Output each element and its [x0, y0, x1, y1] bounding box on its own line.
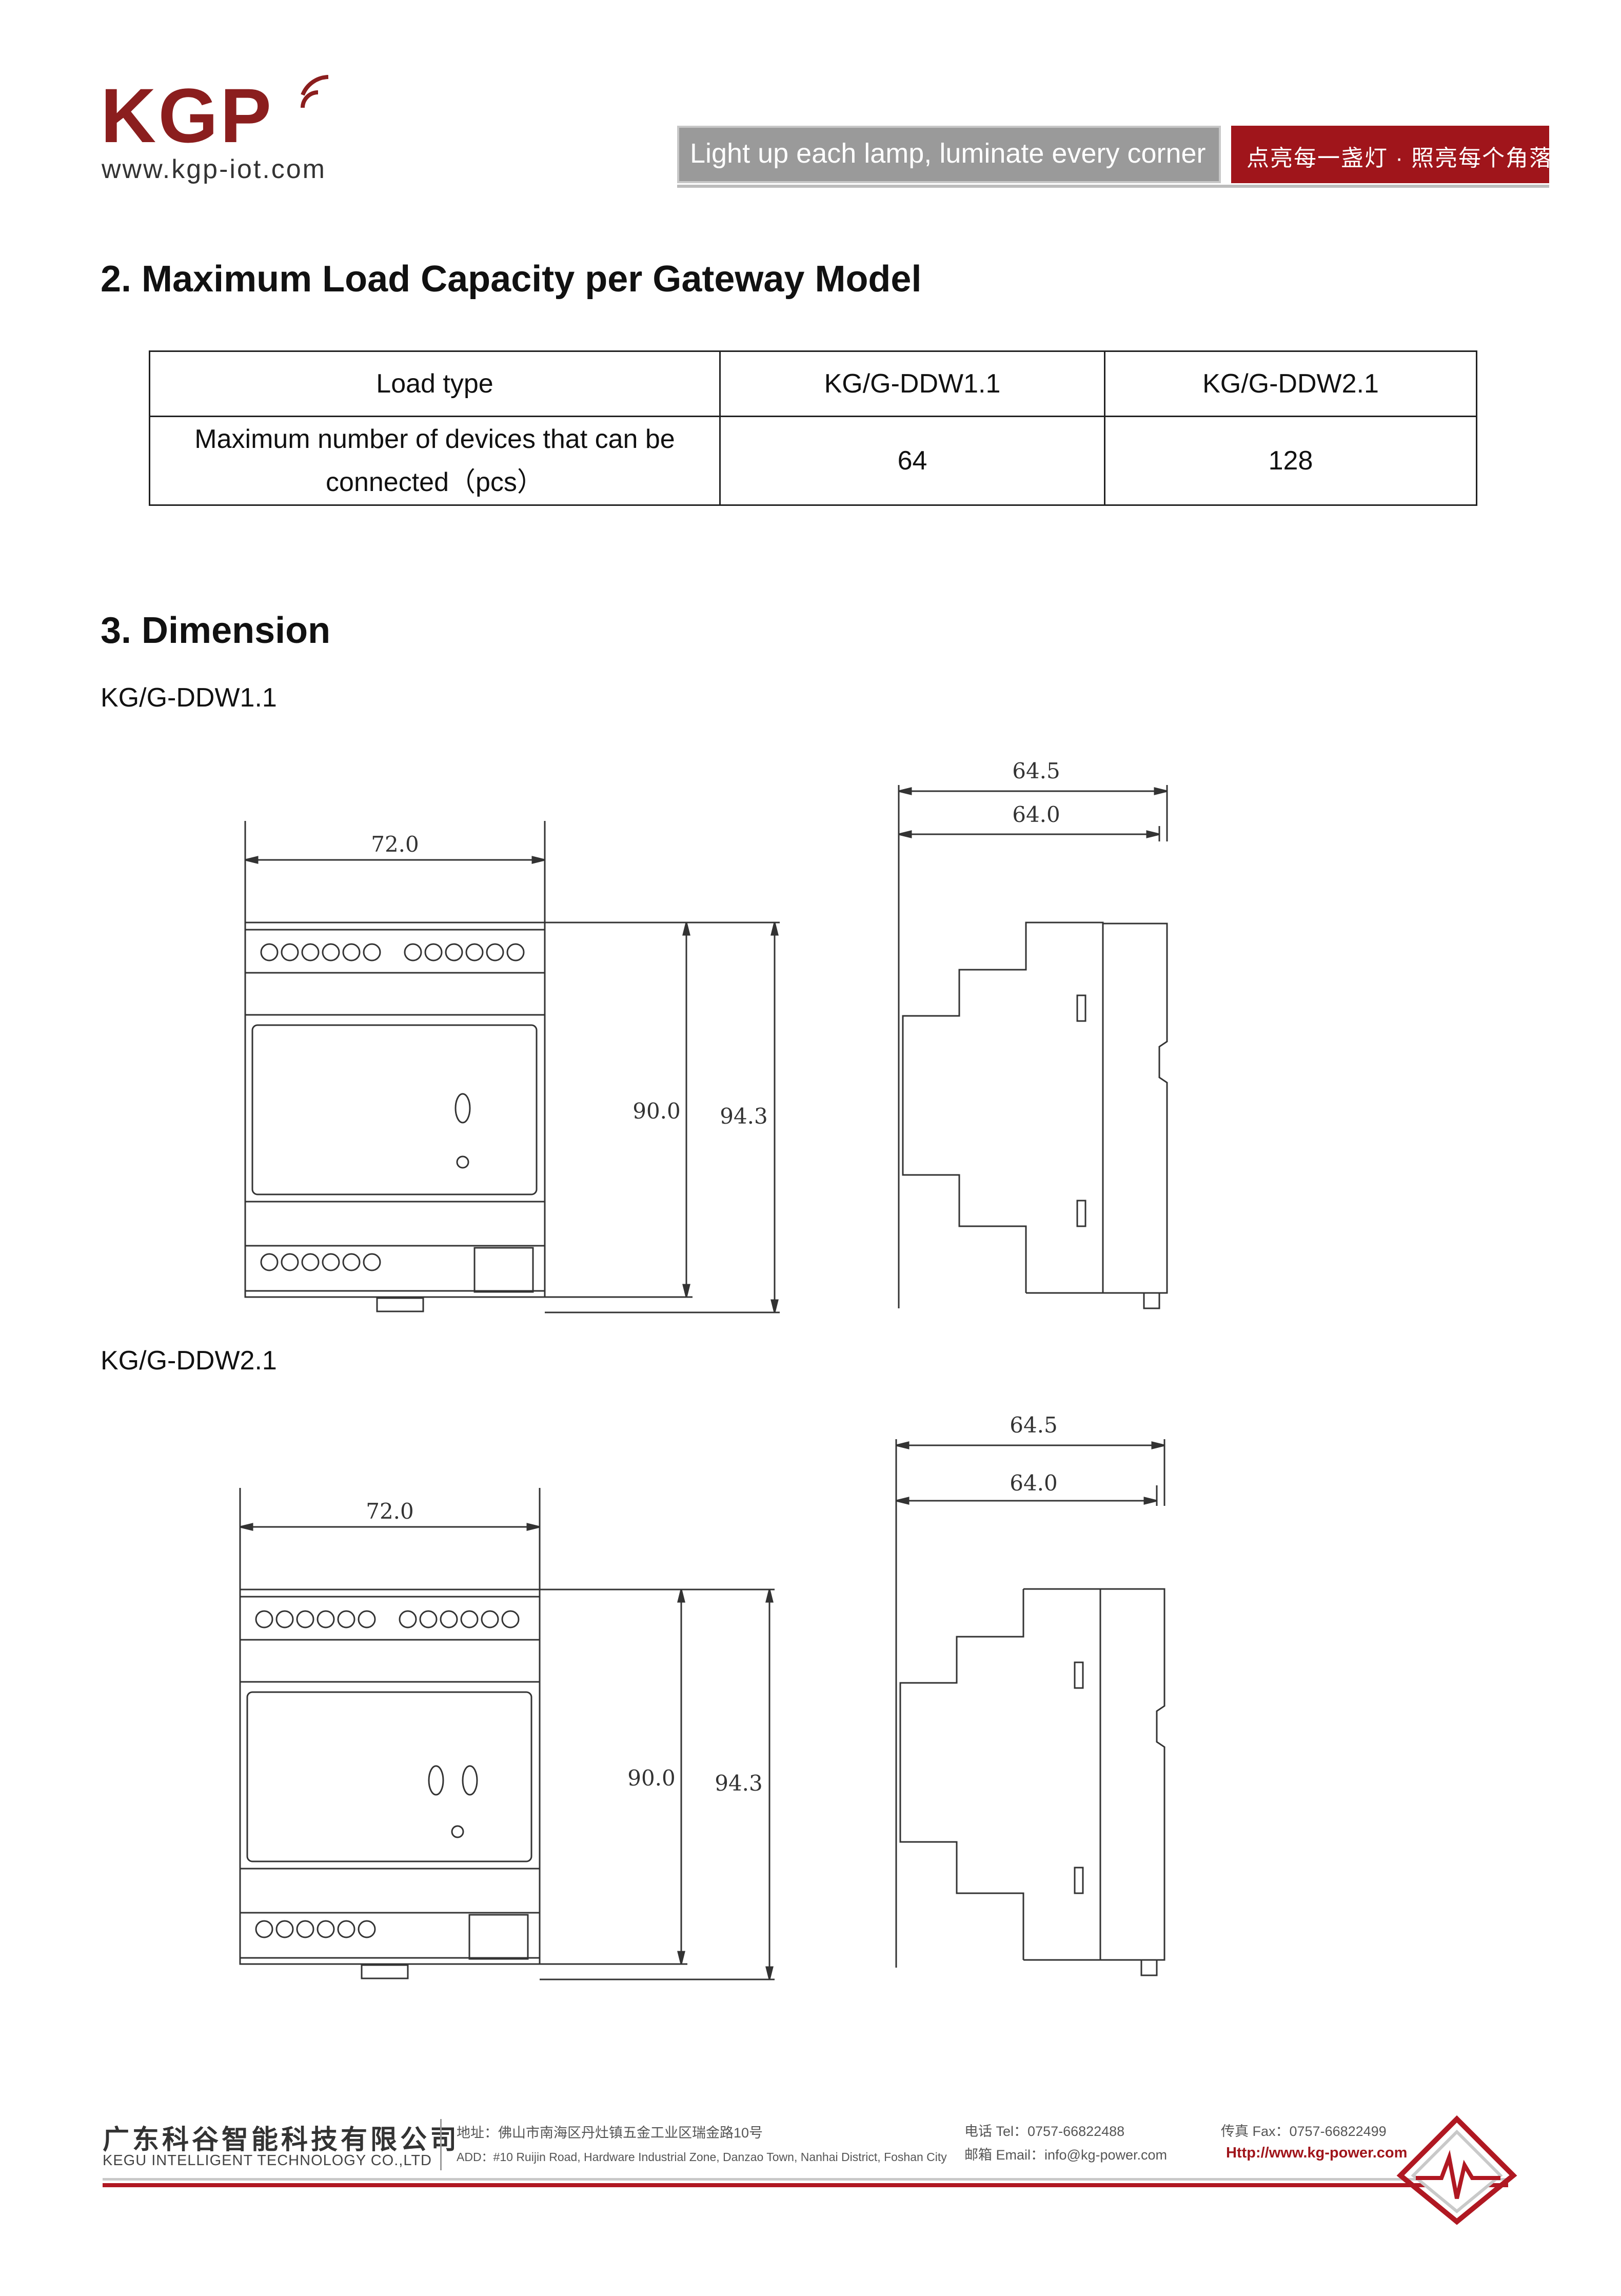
- footer-fax: 传真 Fax：0757-66822499: [1221, 2124, 1387, 2139]
- footer-rule-red: [103, 2183, 1508, 2187]
- footer-rule-gray: [103, 2178, 1508, 2181]
- table-row: Maximum number of devices that can be co…: [149, 416, 1477, 506]
- load-capacity-table: Load type KG/G-DDW1.1 KG/G-DDW2.1 Maximu…: [149, 350, 1477, 506]
- wifi-icon: [301, 75, 329, 108]
- footer-email: 邮箱 Email：info@kg-power.com: [964, 2147, 1168, 2163]
- row-label-line-1: Maximum number of devices that can be: [194, 424, 675, 454]
- pulse-diamond-icon: [1396, 2115, 1517, 2225]
- table-header-cell: KG/G-DDW1.1: [719, 350, 1105, 417]
- table-cell: 128: [1104, 416, 1477, 506]
- dim-depth-inner-label: 64.0: [1012, 802, 1060, 827]
- table-cell: 64: [719, 416, 1105, 506]
- footer-address-en: ADD：#10 Ruijin Road, Hardware Industrial…: [457, 2150, 947, 2164]
- website-url: www.kgp-iot.com: [102, 154, 326, 184]
- model-label-2: KG/G-DDW2.1: [101, 1346, 277, 1376]
- dim-width-label: 72.0: [366, 1499, 414, 1524]
- front-view-drawing-2: 72.0 90.0 94.3: [239, 1488, 775, 1980]
- side-view-drawing-2: 64.5 64.0: [895, 1412, 1165, 1976]
- row-label-line-2: connected（pcs）: [326, 467, 544, 497]
- dim-height-outer-label: 94.3: [720, 1104, 768, 1129]
- slogan-banner: [677, 126, 1221, 183]
- table-row-label: Maximum number of devices that can be co…: [149, 416, 721, 506]
- footer-company-cn: 广东科谷智能科技有限公司: [103, 2125, 460, 2155]
- slogan-english: Light up each lamp, luminate every corne…: [690, 138, 1206, 169]
- dim-height-inner-label: 90.0: [632, 1098, 681, 1124]
- section-3-title: 3. Dimension: [101, 610, 331, 651]
- dim-depth-outer-label: 64.5: [1012, 758, 1060, 783]
- dim-height-outer-label: 94.3: [715, 1771, 763, 1796]
- footer-address-cn: 地址：佛山市南海区丹灶镇五金工业区瑞金路10号: [457, 2125, 763, 2141]
- dim-depth-inner-label: 64.0: [1010, 1470, 1058, 1496]
- company-logo: KGP: [101, 72, 274, 159]
- dim-height-inner-label: 90.0: [627, 1765, 676, 1791]
- footer-company-en: KEGU INTELLIGENT TECHNOLOGY CO.,LTD: [103, 2152, 432, 2169]
- footer-tel: 电话 Tel：0757-66822488: [964, 2124, 1125, 2139]
- section-2-title: 2. Maximum Load Capacity per Gateway Mod…: [101, 259, 922, 300]
- table-header-row: Load type KG/G-DDW1.1 KG/G-DDW2.1: [149, 350, 1477, 417]
- dim-depth-outer-label: 64.5: [1010, 1412, 1058, 1438]
- table-header-cell: KG/G-DDW2.1: [1104, 350, 1477, 417]
- model-label-1: KG/G-DDW1.1: [101, 683, 277, 713]
- table-header-cell: Load type: [149, 350, 721, 417]
- footer-website-link[interactable]: Http://www.kg-power.com: [1226, 2145, 1408, 2161]
- front-view-drawing-1: 72.0 90.0 94.3: [244, 821, 780, 1313]
- footer-separator: [440, 2119, 442, 2170]
- slogan-chinese-banner: [1231, 126, 1549, 183]
- header-divider: [677, 185, 1549, 188]
- side-view-drawing-1: 64.5 64.0: [898, 758, 1168, 1309]
- slogan-chinese: 点亮每一盏灯 · 照亮每个角落: [1247, 146, 1553, 171]
- dim-width-label: 72.0: [371, 832, 419, 857]
